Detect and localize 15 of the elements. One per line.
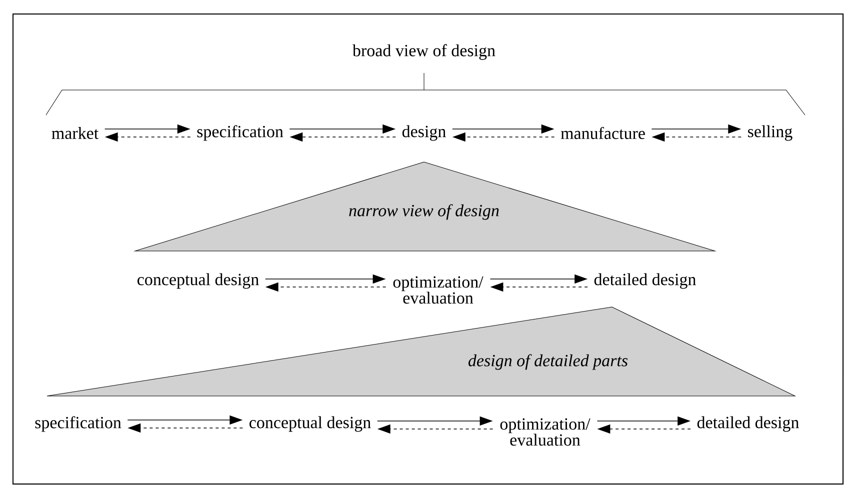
stage-label: detailed design [697, 416, 799, 432]
stage-label: specification [197, 125, 284, 141]
stage-label: specification [35, 416, 122, 432]
triangle-band: narrow view of design [134, 162, 716, 252]
bracket-label: broad view of design [352, 44, 496, 60]
stage-label: manufacture [560, 126, 645, 140]
stage-label: optimization/ evaluation [393, 276, 484, 304]
stage-label: conceptual design [138, 273, 259, 289]
stage-label: design [402, 125, 446, 141]
stage-label: market [52, 127, 98, 139]
stage-label: conceptual design [250, 416, 371, 432]
stage-label: detailed design [594, 273, 696, 289]
stage-label: selling [748, 125, 792, 141]
triangle-band: design of detailed parts [46, 306, 796, 396]
stage-label: optimization/ evaluation [500, 418, 590, 446]
